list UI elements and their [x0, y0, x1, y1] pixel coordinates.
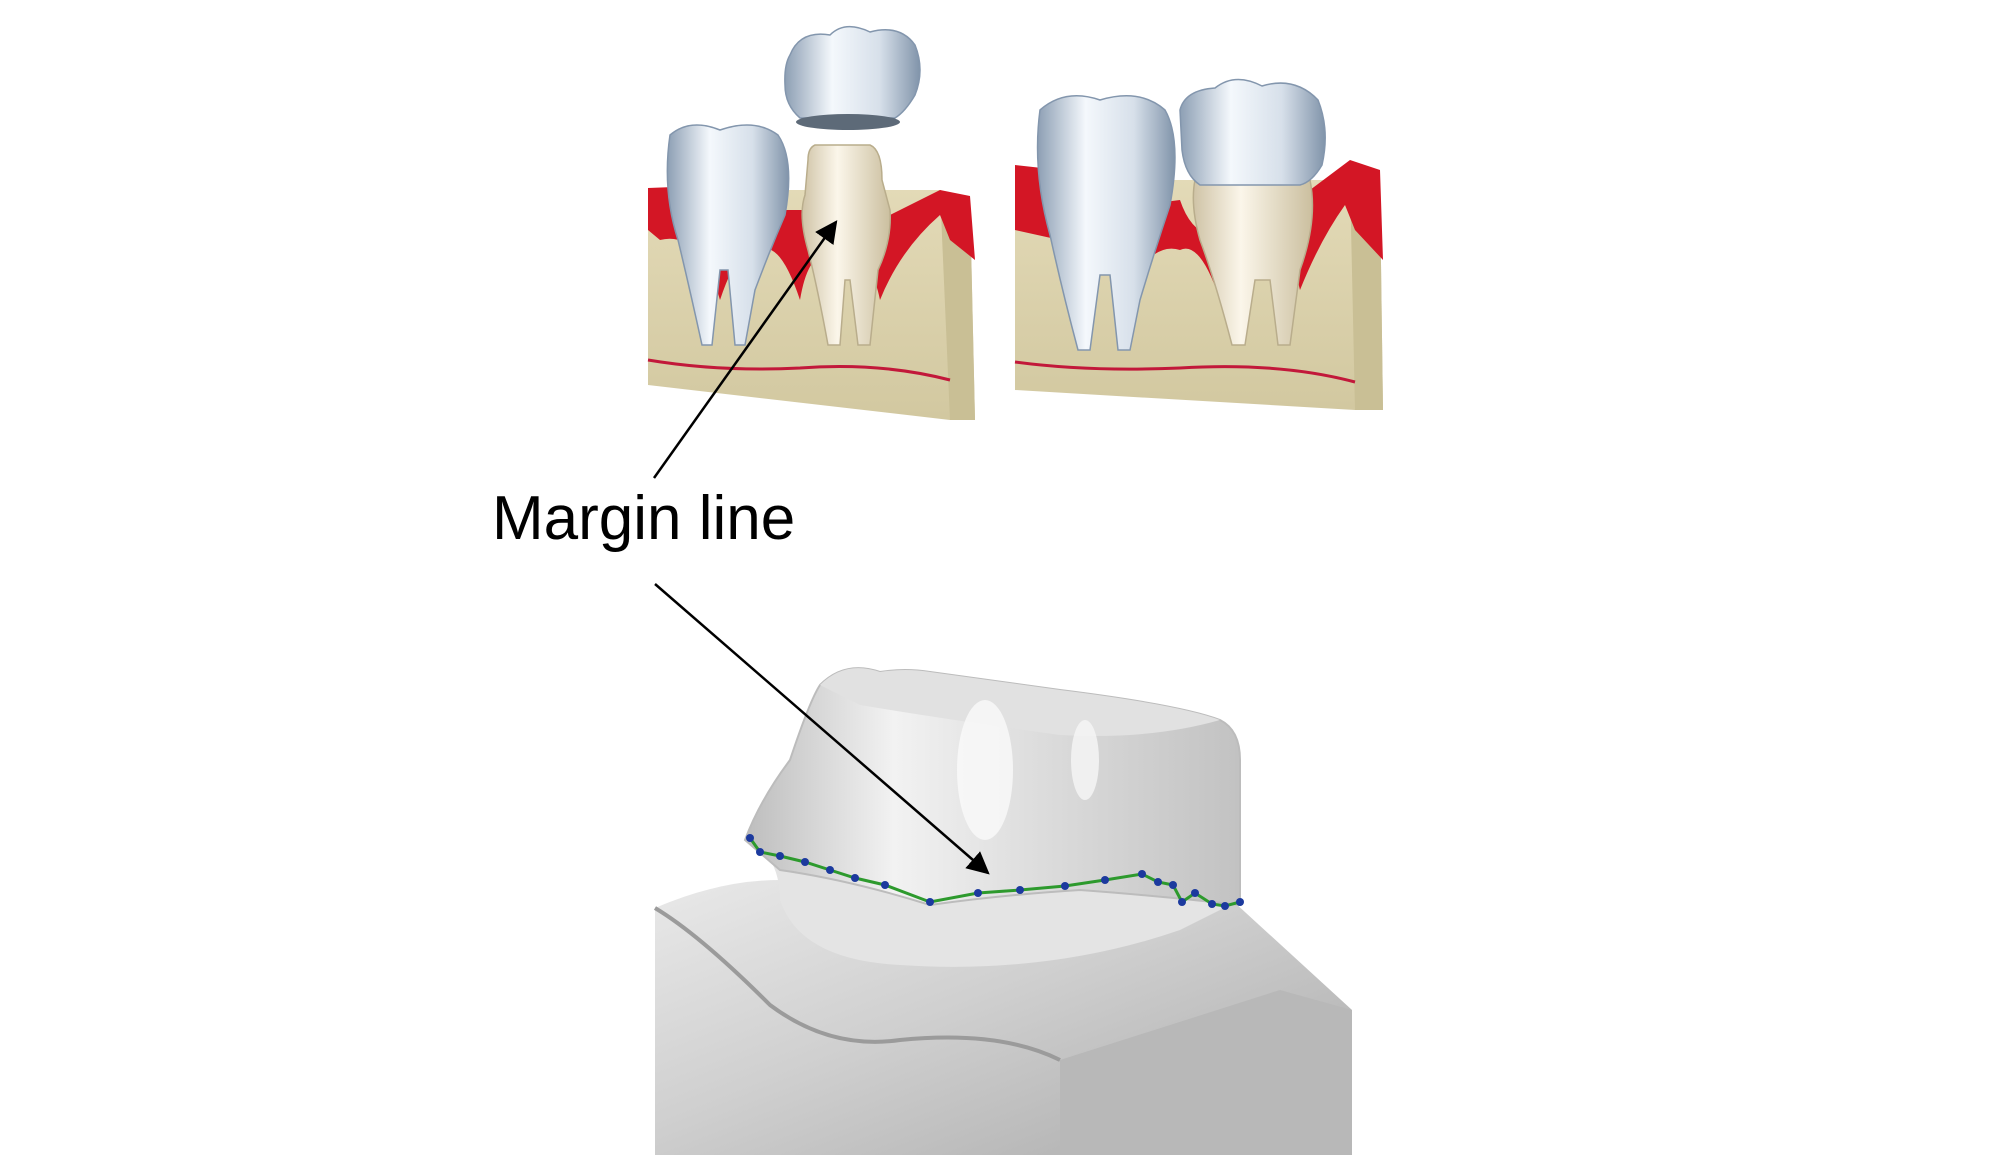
margin-point	[1169, 881, 1177, 889]
margin-point	[926, 898, 934, 906]
margin-point	[746, 834, 754, 842]
margin-point	[801, 858, 809, 866]
callout-arrow-to-stump	[652, 220, 838, 479]
scan-highlight	[957, 700, 1013, 840]
margin-point	[826, 866, 834, 874]
margin-point	[1138, 870, 1146, 878]
natural-molar	[666, 124, 790, 346]
crowned-tooth-root	[1192, 179, 1314, 346]
margin-point	[974, 889, 982, 897]
nerve-line	[1014, 360, 1356, 384]
seated-crown-illustration	[1014, 78, 1383, 410]
margin-line-label: Margin line	[492, 484, 796, 553]
margin-point	[1221, 902, 1229, 910]
margin-point	[1236, 898, 1244, 906]
crown-underside	[796, 114, 900, 130]
tooth-preparation-with-crown-illustration	[647, 26, 975, 420]
callout-arrow-to-scan	[654, 583, 990, 875]
margin-point	[881, 881, 889, 889]
scan-base-ridge	[653, 906, 1061, 1062]
margin-point	[1061, 882, 1069, 890]
prepared-tooth-stump	[801, 144, 891, 346]
margin-point	[1208, 900, 1216, 908]
nerve-line	[647, 358, 951, 382]
margin-line-points	[746, 834, 1244, 910]
prepared-tooth-3d-scan	[653, 667, 1352, 1155]
margin-point	[776, 852, 784, 860]
seated-crown	[1179, 78, 1326, 186]
margin-point	[1191, 889, 1199, 897]
scan-highlight	[1071, 720, 1099, 800]
margin-point	[1101, 876, 1109, 884]
margin-point	[1154, 878, 1162, 886]
margin-point	[1178, 898, 1186, 906]
scan-prep-top	[820, 668, 1220, 736]
margin-point	[851, 874, 859, 882]
scan-base-front-face	[1060, 990, 1352, 1155]
margin-point	[756, 848, 764, 856]
margin-point	[1016, 886, 1024, 894]
natural-molar	[1036, 95, 1176, 351]
floating-crown	[784, 26, 921, 119]
